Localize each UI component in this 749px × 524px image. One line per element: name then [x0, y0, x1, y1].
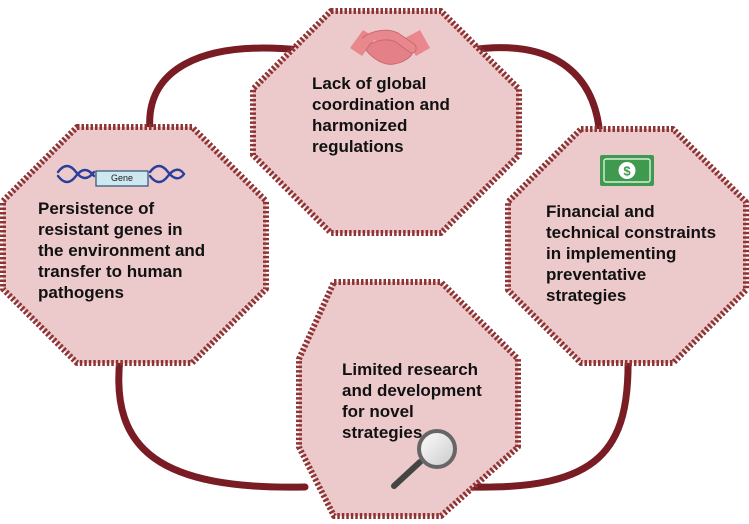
gene-box-label: Gene: [110, 173, 134, 183]
bottom-node-text: Limited research and development for nov…: [342, 359, 482, 443]
right-node-text: Financial and technical constraints in i…: [546, 201, 716, 306]
text-line: strategies: [342, 423, 423, 442]
text-line: resistant genes in: [38, 220, 183, 239]
left-node-text: Persistence of resistant genes in the en…: [38, 198, 205, 303]
text-line: for novel: [342, 402, 414, 421]
text-line: preventative: [546, 265, 647, 284]
text-line: Lack of global: [312, 74, 427, 93]
text-line: pathogens: [38, 283, 124, 302]
octagon-right: [505, 126, 749, 366]
text-line: regulations: [312, 137, 404, 156]
text-line: the environment and: [38, 241, 206, 260]
money-bill-icon: $: [600, 155, 654, 186]
text-line: Persistence of: [38, 199, 155, 218]
octagon-bottom: [296, 279, 521, 519]
handshake-icon: [350, 29, 430, 65]
octagon-left: [0, 124, 269, 366]
text-line: coordination and: [312, 95, 450, 114]
text-line: and development: [342, 381, 482, 400]
octagon-top: [250, 8, 522, 236]
text-line: Limited research: [342, 360, 479, 379]
text-line: strategies: [546, 286, 627, 305]
text-line: Financial and: [546, 202, 655, 221]
dna-gene-icon: [56, 164, 186, 187]
text-line: transfer to human: [38, 262, 183, 281]
text-line: harmonized: [312, 116, 408, 135]
magnifier-icon: [391, 429, 457, 489]
text-line: in implementing: [546, 244, 677, 263]
text-line: technical constraints: [546, 223, 717, 242]
svg-text:$: $: [623, 164, 631, 179]
top-node-text: Lack of global coordination and harmoniz…: [312, 73, 450, 157]
